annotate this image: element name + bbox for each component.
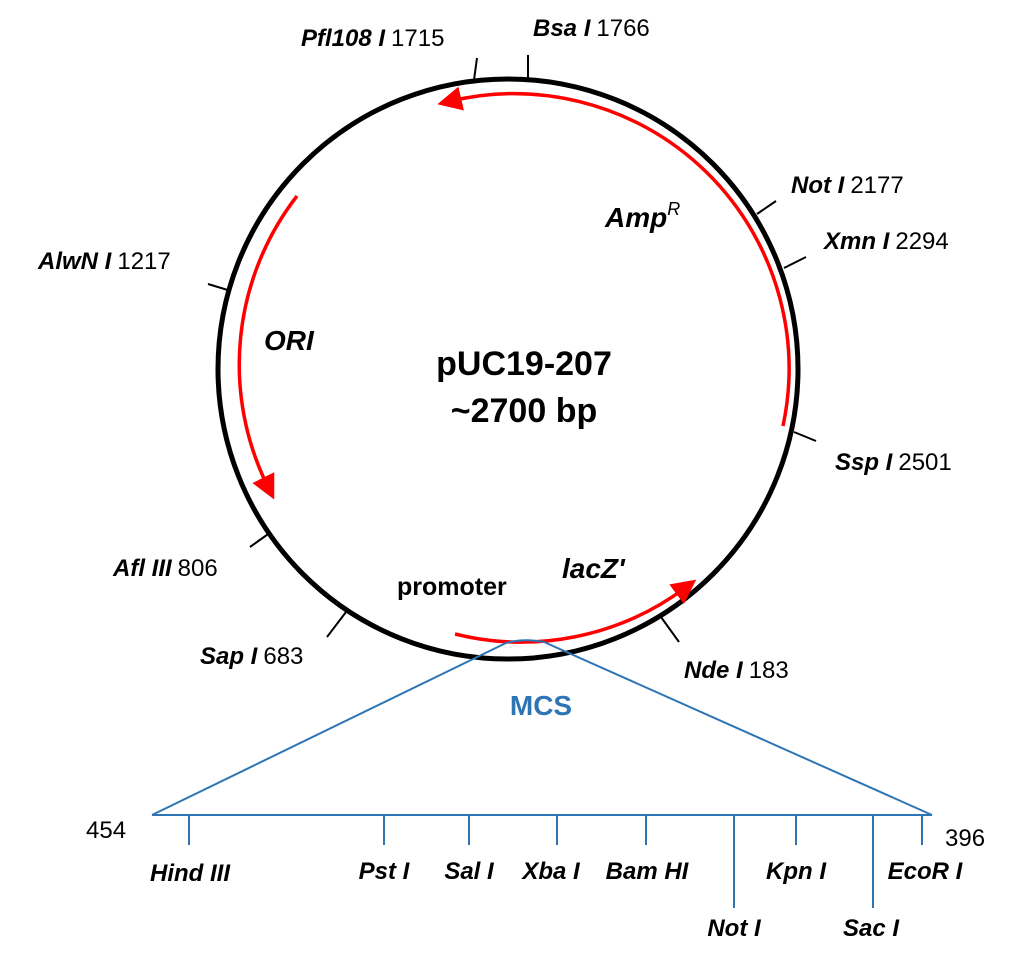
mcs-ticks xyxy=(188,815,923,908)
promoter-label: promoter xyxy=(397,573,507,601)
amp-label: AmpR xyxy=(604,199,680,233)
mcs-left-pos: 454 xyxy=(86,817,126,844)
mcs-site-hindiii: Hind III xyxy=(150,860,231,887)
site-pos-pfl108: 1715 xyxy=(391,25,444,52)
site-name-afliii: Afl III xyxy=(112,555,173,582)
feature-arrows xyxy=(237,86,791,644)
mcs-right-pos: 396 xyxy=(945,825,985,852)
site-name-not: Not I xyxy=(791,172,846,199)
tick-afliii xyxy=(249,531,272,548)
site-name-alwn: AlwN I xyxy=(37,248,113,275)
mcs-site-xba: Xba I xyxy=(520,858,581,885)
lacz-arrow xyxy=(454,579,697,644)
tick-ssp xyxy=(793,431,817,442)
mcs-zoom-left xyxy=(151,642,507,816)
site-pos-afliii: 806 xyxy=(178,555,218,582)
amp-label-sup: R xyxy=(667,199,680,219)
mcs-site-bamhi: Bam HI xyxy=(606,858,690,885)
mcs-site-sac: Sac I xyxy=(843,915,900,942)
tick-alwn xyxy=(207,283,232,292)
tick-nde xyxy=(660,616,680,643)
amp-arrow xyxy=(437,86,791,427)
mcs-label: MCS xyxy=(510,690,572,721)
tick-not xyxy=(756,200,777,215)
site-name-bsa: Bsa I xyxy=(533,15,592,42)
mcs-site-ecori: EcoR I xyxy=(888,858,964,885)
mcs-site-sal: Sal I xyxy=(444,858,495,885)
site-name-pfl108: Pfl108 I xyxy=(301,25,386,52)
tick-pfl108 xyxy=(473,57,478,81)
site-name-ssp: Ssp I xyxy=(835,449,894,476)
site-pos-not: 2177 xyxy=(850,172,903,199)
mcs-site-pst: Pst I xyxy=(359,858,411,885)
site-name-nde: Nde I xyxy=(684,657,744,684)
site-pos-xmn: 2294 xyxy=(895,228,948,255)
ori-arrow xyxy=(237,194,299,500)
mcs-zoom-right xyxy=(543,641,933,816)
site-pos-bsa: 1766 xyxy=(596,15,649,42)
plasmid-backbone xyxy=(215,76,801,662)
lacz-label: lacZ' xyxy=(562,553,626,584)
mcs-zoom xyxy=(151,639,933,816)
plasmid-size: ~2700 bp xyxy=(451,392,597,430)
site-pos-ssp: 2501 xyxy=(898,449,951,476)
site-pos-nde: 183 xyxy=(749,657,789,684)
site-name-sap: Sap I xyxy=(200,643,259,670)
tick-sap xyxy=(326,611,347,638)
mcs-arc xyxy=(505,639,545,644)
site-name-xmn: Xmn I xyxy=(822,228,891,255)
site-ticks xyxy=(207,55,817,643)
site-pos-sap: 683 xyxy=(263,643,303,670)
mcs-site-not: Not I xyxy=(707,915,762,942)
ori-label: ORI xyxy=(264,325,315,356)
amp-label-base: Amp xyxy=(604,202,667,233)
tick-xmn xyxy=(783,256,807,269)
mcs-site-kpn: Kpn I xyxy=(766,858,827,885)
plasmid-name: pUC19-207 xyxy=(436,345,612,383)
site-pos-alwn: 1217 xyxy=(117,248,170,275)
